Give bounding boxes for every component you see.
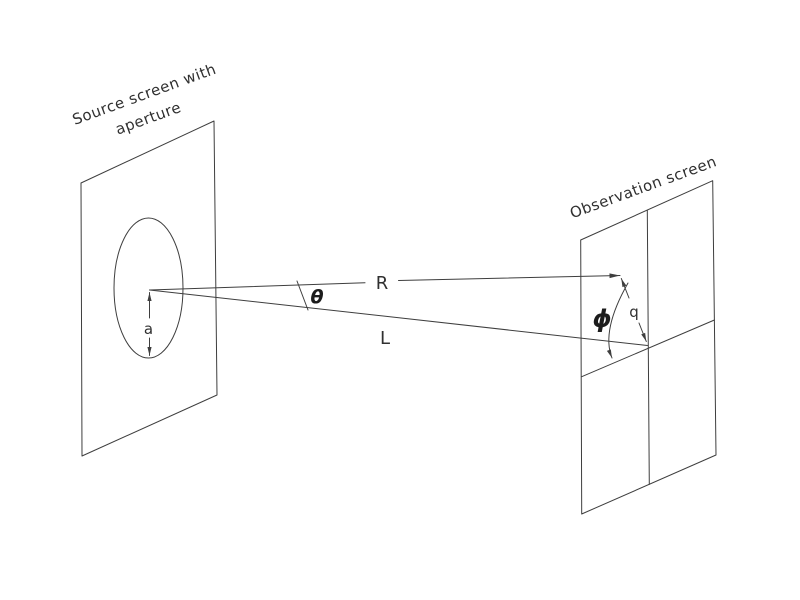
ray-l-line [149, 289, 648, 346]
crosshair-horizontal-line [581, 319, 715, 378]
ray-l-label: L [380, 328, 390, 349]
ray-r-segment-2 [398, 273, 621, 281]
ray-r-label: R [376, 273, 389, 294]
aperture-ellipse [113, 217, 184, 359]
q-dimension-label: q [629, 303, 639, 321]
crosshair-vertical-line [646, 209, 650, 485]
q-dimension-lower [638, 322, 647, 342]
phi-angle-arc [606, 282, 629, 359]
theta-angle-tick [296, 280, 309, 311]
theta-label: θ [310, 286, 323, 308]
phi-label: ϕ [592, 305, 611, 333]
observation-screen-outline [580, 180, 717, 515]
aperture-radius-label: a [144, 320, 153, 338]
source-screen-outline [80, 120, 218, 457]
ray-r-segment-1 [149, 282, 366, 291]
